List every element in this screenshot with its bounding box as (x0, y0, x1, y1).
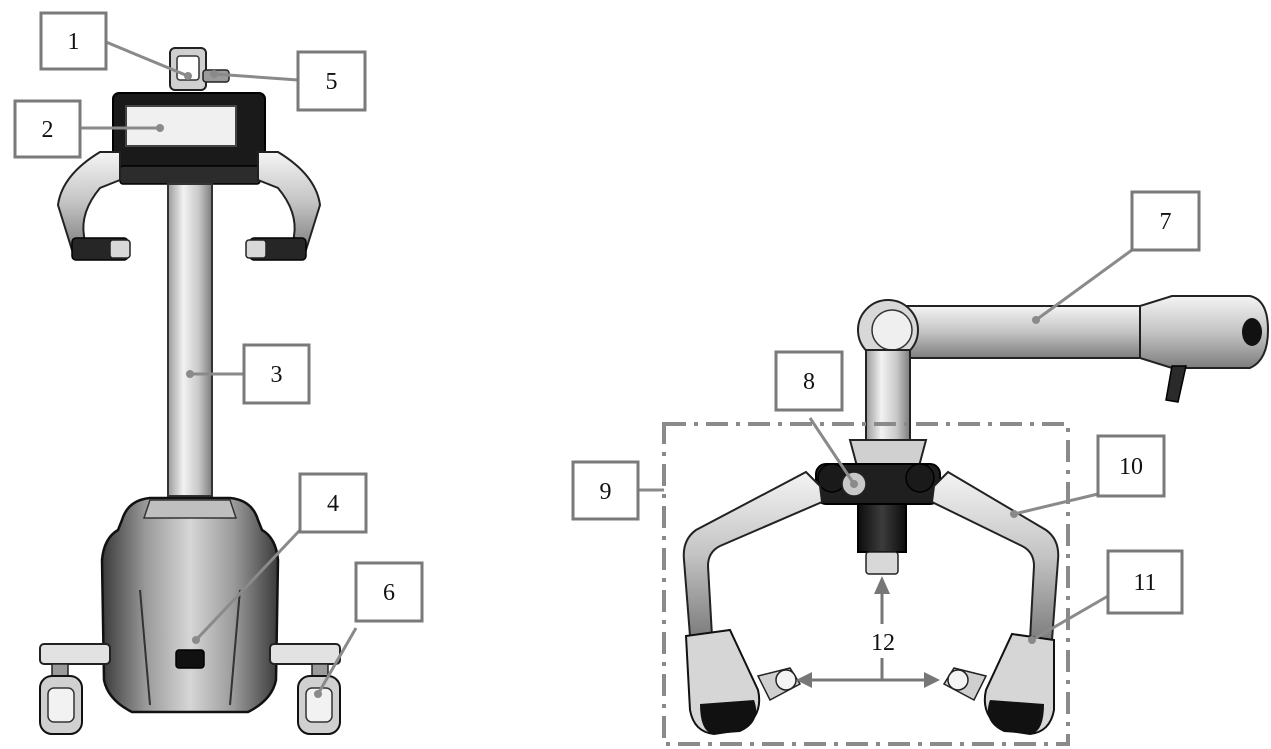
vertical-column (865, 349, 911, 441)
callout-6: 6 (354, 561, 424, 623)
right-side-handle (257, 151, 322, 254)
callout-12: 12 (864, 624, 902, 658)
left-jaw-pad (775, 669, 797, 691)
hub-knob-right (905, 463, 935, 493)
vertical-pole (167, 183, 213, 497)
gripper-boundary (662, 422, 1070, 746)
callout-3-label: 3 (271, 362, 283, 388)
callout-7: 7 (1130, 190, 1201, 252)
leader-lines (80, 40, 1133, 698)
base-housing (100, 496, 280, 714)
callout-11-label: 11 (1133, 570, 1156, 596)
callout-5-label: 5 (326, 69, 338, 95)
arm-end-hole (1242, 318, 1262, 346)
callout-3: 3 (242, 343, 311, 405)
cart-illustration (39, 47, 341, 735)
horizontal-arm (889, 305, 1161, 359)
callout-4-label: 4 (327, 491, 339, 517)
callout-11: 11 (1106, 549, 1184, 615)
callout-8-label: 8 (803, 369, 815, 395)
display-screen (125, 105, 237, 147)
callout-2-label: 2 (42, 117, 54, 143)
callout-7-label: 7 (1160, 209, 1172, 235)
callout-9-label: 9 (600, 479, 612, 505)
left-side-handle (56, 151, 121, 254)
callout-1-label: 1 (68, 29, 80, 55)
left-wheel-bracket (39, 643, 111, 665)
right-wheel-bracket (269, 643, 341, 665)
callout-9: 9 (571, 460, 640, 521)
left-jaw-arm (682, 470, 824, 637)
arm-end-housing (1139, 295, 1270, 369)
callout-2: 2 (13, 99, 82, 159)
right-jaw-arm (930, 470, 1060, 641)
callout-4: 4 (298, 472, 368, 534)
arm-illustration (662, 295, 1270, 746)
callout-8: 8 (774, 350, 844, 412)
right-jaw-pad (947, 669, 969, 691)
callout-5: 5 (296, 50, 367, 112)
callout-12-label: 12 (871, 630, 895, 656)
arm-end-peg (1165, 365, 1187, 403)
callout-6-label: 6 (383, 580, 395, 606)
callout-10: 10 (1096, 434, 1166, 498)
base-port (175, 649, 205, 669)
callout-10-label: 10 (1119, 454, 1143, 480)
callout-1: 1 (39, 11, 108, 71)
central-probe (857, 503, 907, 553)
